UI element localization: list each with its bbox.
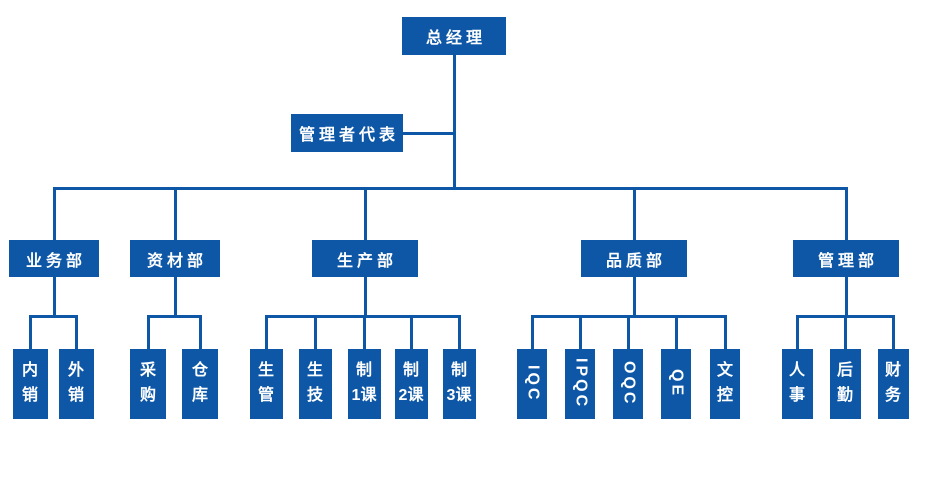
sub-node-purchasing: 采 购 [130, 349, 166, 419]
dept-node-materials: 资材部 [130, 240, 220, 277]
connector-line [626, 316, 630, 349]
connector-line [843, 316, 847, 349]
connector-line [363, 188, 367, 240]
connector-line [674, 316, 678, 349]
dept-node-business: 业务部 [9, 240, 99, 277]
sub-node-mfg-section-3: 制 3课 [442, 349, 476, 419]
dept-node-admin: 管理部 [793, 240, 899, 277]
connector-line [198, 316, 202, 349]
dept-node-production: 生产部 [312, 240, 418, 277]
connector-line [52, 186, 848, 190]
connector-line [795, 316, 799, 349]
connector-line [28, 314, 78, 318]
connector-line [409, 316, 413, 349]
connector-line [146, 316, 150, 349]
connector-line [632, 277, 636, 318]
sub-node-ipqc: IPQC [565, 349, 595, 419]
sub-node-iqc: IQC [517, 349, 547, 419]
sub-node-mfg-section-1: 制 1课 [347, 349, 381, 419]
connector-line [844, 188, 848, 240]
sub-node-qe: QE [661, 349, 691, 419]
connector-line [28, 316, 32, 349]
connector-line [173, 277, 177, 318]
connector-line [452, 55, 456, 190]
dept-node-quality: 品质部 [581, 240, 687, 277]
connector-line [891, 316, 895, 349]
connector-line [403, 131, 456, 135]
sub-node-document-control: 文 控 [710, 349, 740, 419]
sub-node-oqc: OQC [613, 349, 643, 419]
sub-node-domestic-sales: 内 销 [12, 349, 48, 419]
sub-node-hr: 人 事 [781, 349, 813, 419]
sub-node-production-engineering: 生 技 [298, 349, 332, 419]
connector-line [457, 316, 461, 349]
connector-line [632, 188, 636, 240]
connector-line [52, 188, 56, 240]
connector-line [52, 277, 56, 318]
sub-node-warehouse: 仓 库 [182, 349, 218, 419]
connector-line [844, 277, 848, 318]
node-management-representative: 管理者代表 [291, 114, 403, 152]
connector-line [264, 316, 268, 349]
connector-line [363, 277, 367, 318]
connector-line [362, 316, 366, 349]
connector-line [173, 188, 177, 240]
sub-node-mfg-section-2: 制 2课 [394, 349, 428, 419]
connector-line [530, 316, 534, 349]
connector-line [74, 316, 78, 349]
node-general-manager: 总经理 [402, 17, 506, 55]
connector-line [578, 316, 582, 349]
sub-node-logistics: 后 勤 [829, 349, 861, 419]
sub-node-finance: 财 务 [877, 349, 909, 419]
sub-node-export-sales: 外 销 [58, 349, 94, 419]
connector-line [313, 316, 317, 349]
sub-node-production-control: 生 管 [249, 349, 283, 419]
connector-line [146, 314, 202, 318]
connector-line [723, 316, 727, 349]
